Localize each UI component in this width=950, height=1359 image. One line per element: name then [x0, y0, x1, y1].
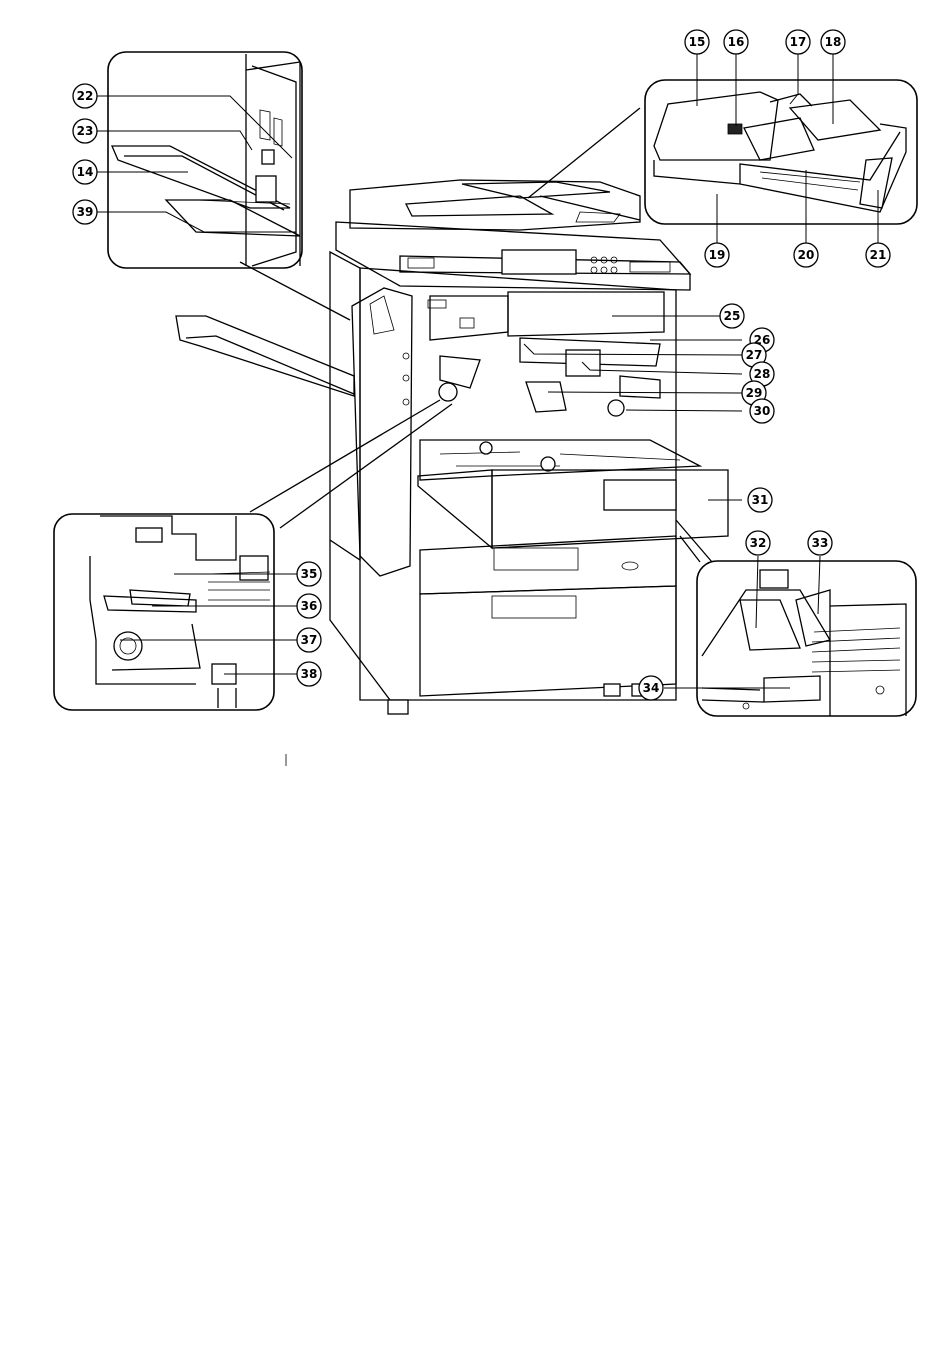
left-side-inset	[108, 52, 302, 268]
callout-25: 25	[720, 304, 744, 328]
callout-32: 32	[746, 531, 770, 555]
document-feeder-inset	[645, 80, 917, 224]
callout-number: 16	[728, 35, 745, 49]
callout-30: 30	[750, 399, 774, 423]
callout-34: 34	[639, 676, 663, 700]
callout-20: 20	[794, 243, 818, 267]
callout-36: 36	[297, 594, 321, 618]
callout-38: 38	[297, 662, 321, 686]
callout-37: 37	[297, 628, 321, 652]
callout-18: 18	[821, 30, 845, 54]
callout-number: 19	[709, 248, 726, 262]
callout-number: 39	[77, 205, 94, 219]
callout-31: 31	[748, 488, 772, 512]
callout-number: 38	[301, 667, 318, 681]
callout-39: 39	[73, 200, 97, 224]
callout-number: 14	[77, 165, 94, 179]
callout-number: 18	[825, 35, 842, 49]
toner-area-inset	[54, 514, 274, 710]
callout-number: 29	[746, 386, 763, 400]
callout-35: 35	[297, 562, 321, 586]
callout-number: 36	[301, 599, 318, 613]
callout-33: 33	[808, 531, 832, 555]
feeder-inset-link	[528, 108, 640, 220]
callout-number: 23	[77, 124, 94, 138]
callout-number: 37	[301, 633, 318, 647]
callout-17: 17	[786, 30, 810, 54]
callout-number: 27	[746, 348, 763, 362]
callout-number: 32	[750, 536, 767, 550]
callout-16: 16	[724, 30, 748, 54]
callout-number: 31	[752, 493, 769, 507]
callout-number: 17	[790, 35, 807, 49]
drawer-interior-inset	[697, 561, 916, 716]
callout-21: 21	[866, 243, 890, 267]
callout-number: 34	[643, 681, 660, 695]
drawer-inset-link	[676, 520, 712, 562]
callout-22: 22	[73, 84, 97, 108]
callout-14: 14	[73, 160, 97, 184]
callout-23: 23	[73, 119, 97, 143]
callout-19: 19	[705, 243, 729, 267]
callout-number: 30	[754, 404, 771, 418]
callout-number: 21	[870, 248, 887, 262]
callout-number: 28	[754, 367, 771, 381]
callout-number: 20	[798, 248, 815, 262]
callout-number: 35	[301, 567, 318, 581]
callout-number: 15	[689, 35, 706, 49]
toner-inset-link	[250, 400, 452, 528]
callout-number: 25	[724, 309, 741, 323]
callout-number: 33	[812, 536, 829, 550]
left-inset-link	[240, 262, 350, 320]
callout-number: 22	[77, 89, 94, 103]
callout-15: 15	[685, 30, 709, 54]
